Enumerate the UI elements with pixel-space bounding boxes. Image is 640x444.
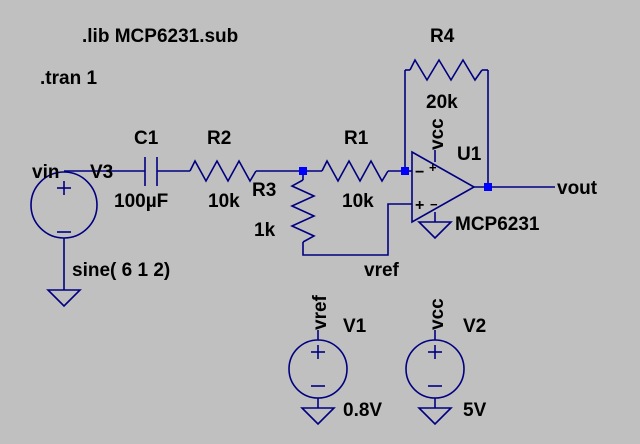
v2-ground-symbol — [417, 407, 453, 426]
source-v2[interactable] — [405, 339, 465, 399]
capacitor-c1[interactable] — [144, 157, 158, 186]
u1-ground-symbol — [417, 221, 453, 240]
u1-plus-sign: + — [415, 197, 424, 214]
v2-body[interactable] — [405, 339, 465, 399]
r1-ref-label: R1 — [344, 128, 369, 149]
v1-ground-symbol — [300, 407, 336, 426]
junction-output — [484, 183, 492, 191]
v2-value-label: 5V — [463, 400, 487, 421]
wire-r3-bottom-vref[interactable] — [302, 203, 412, 256]
r2-ref-label: R2 — [207, 128, 231, 149]
junction-r2-r1-r3 — [299, 167, 307, 175]
u1-triangle[interactable] — [411, 150, 476, 224]
r3-ref-label: R3 — [252, 180, 276, 201]
c1-ref-label: C1 — [134, 128, 159, 149]
u1-model-label: MCP6231 — [455, 214, 540, 235]
net-label-vref-mid: vref — [364, 260, 400, 281]
r2-value-label: 10k — [208, 191, 240, 212]
net-label-vcc-v2: vcc — [427, 298, 448, 330]
r4-ref-label: R4 — [430, 26, 455, 47]
r3-value-label: 1k — [254, 220, 276, 241]
u1-minus-sign: − — [415, 164, 424, 181]
source-v1[interactable] — [288, 339, 348, 399]
v1-ref-label: V1 — [343, 316, 367, 337]
v3-ground-symbol — [46, 289, 82, 308]
u1-supply-minus-sign: − — [430, 197, 438, 212]
r4-value-label: 20k — [426, 92, 458, 113]
u1-supply-plus-sign: + — [429, 160, 437, 175]
resistor-r1[interactable] — [321, 159, 389, 183]
r1-value-label: 10k — [342, 191, 374, 212]
net-label-vref-v1: vref — [310, 294, 331, 330]
v1-body[interactable] — [288, 339, 348, 399]
net-label-vout: vout — [557, 178, 598, 199]
opamp-u1[interactable]: − + + − — [411, 150, 476, 224]
v1-value-label: 0.8V — [343, 400, 382, 421]
c1-value-label: 100µF — [114, 191, 168, 212]
net-label-vin: vin — [32, 162, 59, 183]
net-label-vcc-u1: vcc — [427, 118, 448, 150]
v3-body[interactable] — [30, 171, 98, 239]
junction-inv-input — [401, 167, 409, 175]
v2-ref-label: V2 — [463, 316, 486, 337]
v3-value-label: sine( 6 1 2) — [72, 260, 170, 281]
resistor-r2[interactable] — [189, 159, 257, 183]
lib-directive[interactable]: .lib MCP6231.sub — [82, 26, 238, 47]
v3-ref-label: V3 — [90, 162, 113, 183]
resistor-r4[interactable] — [409, 58, 483, 82]
u1-ref-label: U1 — [457, 144, 482, 165]
tran-directive[interactable]: .tran 1 — [40, 68, 97, 89]
resistor-r3[interactable] — [290, 179, 316, 243]
source-v3[interactable] — [30, 171, 98, 239]
